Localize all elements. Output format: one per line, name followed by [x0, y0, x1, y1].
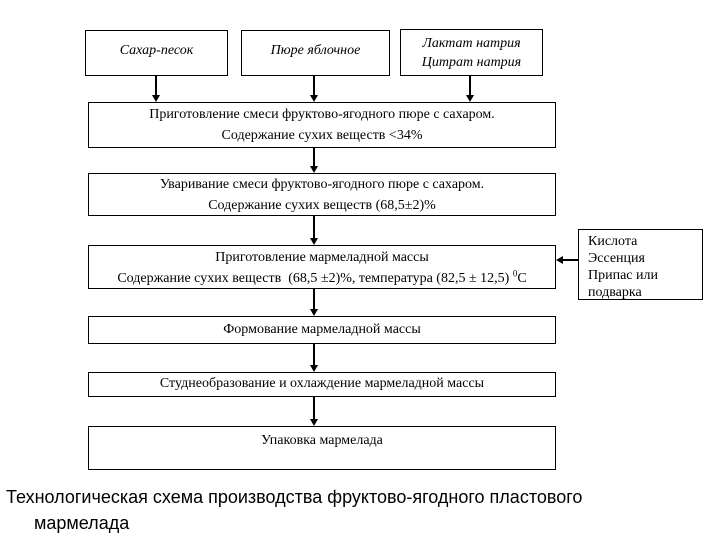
box-mixing-line2: Содержание сухих веществ <34% — [221, 128, 423, 143]
box-forming: Формование мармеладной массы — [88, 316, 556, 344]
arrow-boiling-to-mass — [313, 216, 315, 238]
arrow-mass-to-forming — [313, 289, 315, 309]
figure-caption: Технологическая схема производства фрукт… — [6, 484, 714, 536]
box-mixing-line1: Приготовление смеси фруктово-ягодного пю… — [149, 107, 495, 122]
arrow-mixing-to-boiling — [313, 148, 315, 166]
box-additives-line1: Кислота — [588, 234, 638, 249]
box-boiling-line2: Содержание сухих веществ (68,5±2)% — [208, 198, 436, 213]
box-apple-puree: Пюре яблочное — [241, 30, 390, 76]
box-sugar: Сахар-песок — [85, 30, 228, 76]
box-boiling: Уваривание смеси фруктово-ягодного пюре … — [88, 173, 556, 216]
arrow-forming-to-gelling — [313, 344, 315, 365]
box-packing-label: Упаковка мармелада — [261, 433, 383, 448]
arrow-gelling-to-packing — [313, 397, 315, 419]
box-additives-line4: подварка — [588, 285, 642, 300]
box-gelling: Студнеобразование и охлаждение мармеладн… — [88, 372, 556, 397]
box-sugar-label: Сахар-песок — [119, 43, 194, 58]
box-apple-puree-label: Пюре яблочное — [270, 43, 361, 58]
arrow-salts-down — [469, 76, 471, 95]
figure-caption-line2: мармелада — [34, 513, 130, 533]
box-gelling-label: Студнеобразование и охлаждение мармеладн… — [159, 376, 485, 391]
box-sodium-salts: Лактат натрия Цитрат натрия — [400, 29, 543, 76]
box-additives-line3: Припас или — [588, 268, 658, 283]
box-sodium-salts-line2: Цитрат натрия — [421, 55, 522, 70]
box-boiling-line1: Уваривание смеси фруктово-ягодного пюре … — [159, 177, 485, 192]
arrow-sugar-down — [155, 76, 157, 95]
box-forming-label: Формование мармеладной массы — [223, 322, 421, 337]
box-additives: Кислота Эссенция Припас или подварка — [578, 229, 703, 300]
box-additives-line2: Эссенция — [588, 251, 645, 266]
figure-caption-line1: Технологическая схема производства фрукт… — [6, 487, 583, 507]
box-mixing: Приготовление смеси фруктово-ягодного пю… — [88, 102, 556, 148]
temperature-unit: С — [517, 271, 527, 286]
degree-superscript: 0 — [512, 268, 518, 279]
box-packing: Упаковка мармелада — [88, 426, 556, 470]
arrow-puree-down — [313, 76, 315, 95]
arrow-additives-to-mass — [563, 259, 578, 261]
box-sodium-salts-line1: Лактат натрия — [422, 36, 521, 51]
box-mass-preparation-line2: Содержание сухих веществ (68,5 ±2)%, тем… — [89, 268, 555, 289]
box-mass-preparation: Приготовление мармеладной массы Содержан… — [88, 245, 556, 289]
mass-preparation-conditions: Содержание сухих веществ (68,5 ±2)%, тем… — [117, 271, 513, 286]
box-mass-preparation-line1: Приготовление мармеладной массы — [215, 250, 429, 265]
